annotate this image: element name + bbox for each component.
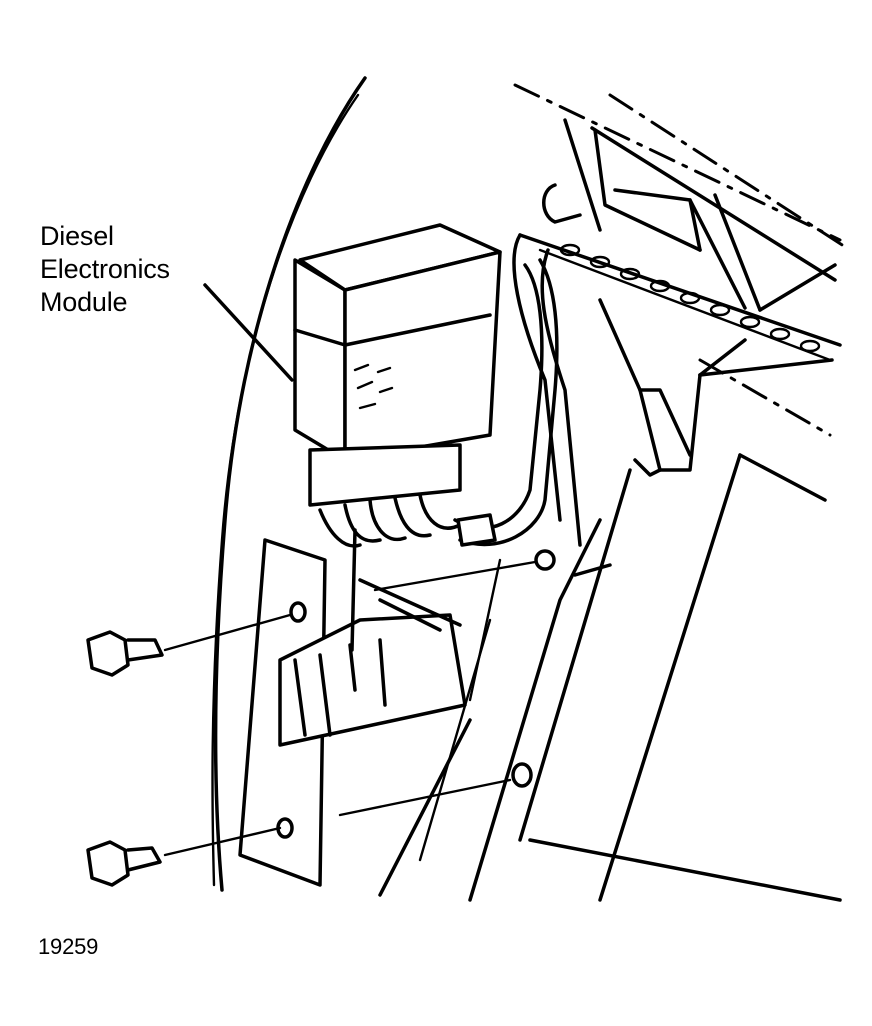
mounting-bracket <box>238 528 467 887</box>
callout-line-2: Electronics <box>40 254 170 284</box>
bracket-hole-upper <box>289 601 307 623</box>
body-panel-edge <box>211 76 367 892</box>
callout-line-3: Module <box>40 287 128 317</box>
module-callout-label: Diesel Electronics Module <box>40 220 170 319</box>
rivet-row <box>559 243 821 353</box>
screw-lower <box>86 826 282 887</box>
nut-upper <box>373 549 556 592</box>
screw-upper <box>86 613 292 677</box>
callout-leader-line <box>203 283 294 382</box>
diesel-electronics-module <box>293 223 559 548</box>
dashboard-structure <box>378 83 852 902</box>
callout-line-1: Diesel <box>40 221 114 251</box>
figure-number: 19259 <box>38 934 99 959</box>
nut-lower <box>338 762 533 817</box>
